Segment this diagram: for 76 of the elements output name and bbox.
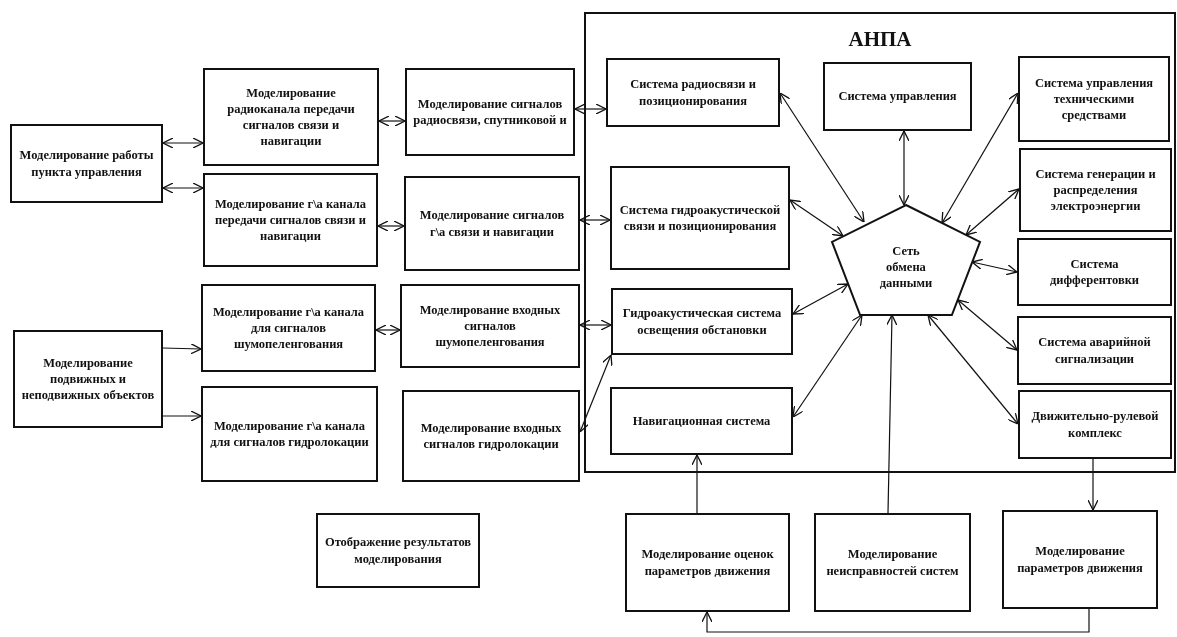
box-label: Моделирование параметров движения bbox=[1016, 543, 1144, 576]
process-box bbox=[402, 390, 580, 482]
arrow bbox=[375, 324, 401, 336]
process-box bbox=[400, 284, 580, 368]
box-label: Моделирование работы пункта управления bbox=[18, 147, 155, 180]
arrow bbox=[162, 137, 204, 149]
process-box bbox=[405, 68, 575, 156]
arrow bbox=[898, 130, 910, 206]
box-label: Моделирование сигналов г\а связи и навигации bbox=[418, 207, 566, 240]
process-box bbox=[606, 58, 780, 127]
box-label: Отображение результатов моделирования bbox=[324, 534, 472, 567]
box-label: Моделирование подвижных и неподвижных объектов bbox=[21, 354, 155, 404]
process-box bbox=[201, 386, 378, 482]
box-label: Моделирование входных сигналов гидролокации bbox=[419, 419, 563, 453]
box-label: Моделирование г\а канала для сигналов шумопеленгования bbox=[211, 303, 366, 353]
arrow bbox=[971, 258, 1018, 276]
process-box bbox=[1018, 390, 1172, 459]
arrow bbox=[579, 214, 611, 226]
arrow bbox=[941, 92, 1019, 224]
arrow bbox=[1087, 458, 1099, 511]
arrow bbox=[162, 343, 202, 355]
box-label: Моделирование сигналов радиосвязи, спутниковой и bbox=[413, 95, 567, 129]
box-label: Система управления техническими средствами bbox=[1033, 74, 1155, 124]
arrow bbox=[378, 115, 406, 127]
box-label: Система радиосвязи и позиционирования bbox=[629, 76, 757, 109]
box-label: Система аварийной сигнализации bbox=[1037, 334, 1152, 367]
arrow bbox=[789, 199, 844, 237]
process-box bbox=[10, 124, 163, 203]
system-frame bbox=[584, 12, 1176, 473]
box-label: Движительно-рулевой комплекс bbox=[1030, 408, 1160, 441]
box-label: Моделирование входных сигналов шумопеленгования bbox=[418, 301, 562, 351]
process-box bbox=[404, 176, 580, 271]
pentagon-node bbox=[832, 205, 980, 315]
process-box bbox=[203, 173, 378, 267]
process-box bbox=[823, 62, 972, 131]
process-box bbox=[610, 166, 790, 270]
process-box bbox=[13, 330, 163, 428]
arrow bbox=[965, 188, 1020, 236]
process-box bbox=[1019, 148, 1172, 232]
process-box bbox=[1017, 238, 1172, 306]
arrow bbox=[579, 319, 612, 331]
box-label: Система управления bbox=[838, 88, 957, 105]
box-label: Моделирование г\а канала передачи сигналов связи и навигации bbox=[213, 195, 368, 245]
box-label: Гидроакустическая система освещения обстановки bbox=[621, 305, 783, 338]
process-box bbox=[625, 513, 790, 612]
process-box bbox=[611, 288, 793, 355]
process-box bbox=[814, 513, 971, 612]
box-label: Навигационная система bbox=[632, 412, 771, 430]
process-box bbox=[610, 387, 793, 455]
arrow bbox=[886, 314, 898, 514]
arrow bbox=[792, 283, 849, 315]
process-box bbox=[1002, 510, 1158, 609]
arrow bbox=[377, 220, 405, 232]
box-label: Система генерации и распределения электроэнергии bbox=[1034, 165, 1157, 215]
arrow bbox=[792, 314, 863, 418]
arrow bbox=[957, 299, 1018, 351]
process-box bbox=[1018, 56, 1170, 142]
frame-title: АНПА bbox=[848, 26, 912, 53]
arrow bbox=[927, 314, 1019, 425]
box-label: Моделирование оценок параметров движения bbox=[640, 546, 775, 579]
arrow bbox=[701, 608, 1090, 633]
process-box bbox=[203, 68, 379, 166]
box-label: Сеть обмена данными bbox=[878, 242, 934, 292]
process-box bbox=[1017, 316, 1172, 385]
arrow bbox=[574, 103, 607, 115]
arrow bbox=[779, 92, 865, 223]
arrow bbox=[162, 410, 202, 422]
box-label: Моделирование г\а канала для сигналов гидролокации bbox=[209, 417, 370, 451]
box-label: Система дифферентовки bbox=[1048, 255, 1141, 289]
box-label: Моделирование радиоканала передачи сигналов связи и навигации bbox=[226, 84, 356, 150]
process-box bbox=[201, 284, 376, 372]
box-label: Система гидроакустической связи и позиционирования bbox=[618, 201, 782, 235]
arrow bbox=[691, 454, 703, 514]
arrow bbox=[162, 182, 204, 194]
process-box bbox=[316, 513, 480, 588]
box-label: Моделирование неисправностей систем bbox=[825, 546, 960, 579]
